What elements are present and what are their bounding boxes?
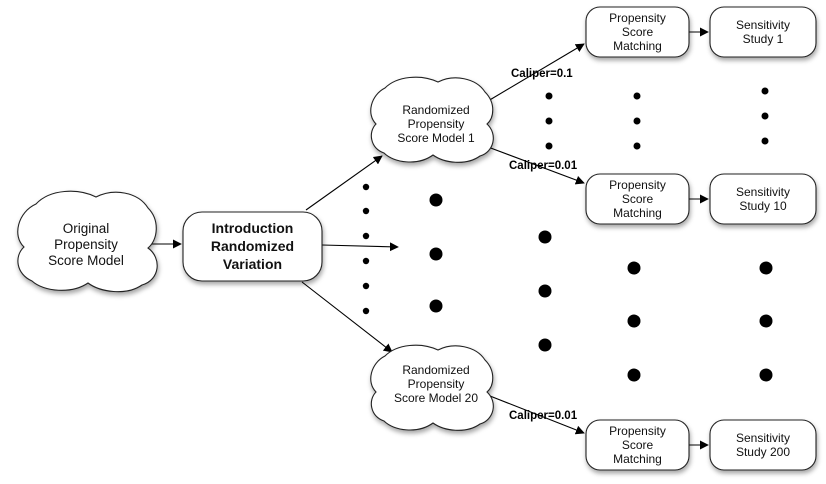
node-model1-line3: Score Model 1: [397, 131, 475, 145]
ellipsis-dot: [538, 338, 552, 352]
edge-label-caliper-mid: Caliper=0.01: [509, 160, 578, 172]
ellipsis-dot: [633, 92, 641, 100]
node-model20: Randomized Propensity Score Model 20: [374, 363, 498, 405]
cloud-model1: [370, 76, 494, 163]
ellipsis-dot: [362, 207, 370, 215]
node-study200-line2: Study 200: [735, 445, 791, 459]
node-study1-line1: Sensitivity: [735, 18, 791, 32]
node-study200: Sensitivity Study 200: [710, 431, 816, 459]
node-model1-line1: Randomized: [402, 103, 470, 117]
node-original-line1: Original: [62, 221, 110, 236]
node-original: Original Propensity Score Model: [22, 221, 150, 269]
ellipsis-dot: [429, 193, 443, 207]
node-intro-line1: Introduction: [211, 220, 294, 236]
node-match-bot-line1: Propensity: [609, 424, 666, 438]
ellipsis-dot: [633, 117, 641, 125]
ellipsis-dot: [633, 142, 641, 150]
ellipsis-dot: [538, 230, 552, 244]
node-study10-line2: Study 10: [739, 199, 787, 213]
cloud-original: [17, 190, 158, 293]
edge-intro-to-middle: [321, 242, 399, 252]
box-study10: [709, 173, 817, 225]
node-match-mid-line3: Matching: [613, 206, 662, 220]
node-match-mid-line2: Score: [621, 192, 654, 206]
connectors: [151, 27, 709, 450]
node-match-top-line1: Propensity: [609, 11, 666, 25]
node-original-line2: Propensity: [54, 237, 118, 252]
ellipsis-dot: [545, 142, 553, 150]
node-match-bot-line2: Score: [621, 438, 654, 452]
node-intro: Introduction Randomized Variation: [183, 219, 322, 273]
box-match-top: [585, 6, 690, 58]
ellipsis-dot: [362, 232, 370, 240]
node-study10-line1: Sensitivity: [735, 185, 791, 199]
ellipsis-dot: [759, 314, 773, 328]
ellipsis-dot: [627, 261, 641, 275]
ellipsis-dot: [627, 368, 641, 382]
edge-model20-to-match-bot: [489, 395, 585, 435]
ellipsis-dot: [362, 282, 370, 290]
node-match-top: Propensity Score Matching: [586, 11, 689, 53]
node-model20-line2: Propensity: [407, 377, 465, 391]
edge-intro-to-model20: [301, 281, 393, 353]
ellipsis-dot: [362, 183, 370, 191]
node-match-bot-line3: Matching: [613, 452, 662, 466]
node-match-bot: Propensity Score Matching: [586, 424, 689, 466]
edge-model1-to-match-mid: [487, 146, 585, 185]
ellipsis-dot: [429, 299, 443, 313]
rounded-boxes: [182, 6, 817, 471]
box-study1: [709, 6, 817, 58]
cloud-model20: [370, 344, 494, 431]
ellipsis-dot: [545, 117, 553, 125]
ellipsis-dot: [627, 314, 641, 328]
node-model1: Randomized Propensity Score Model 1: [376, 103, 496, 145]
ellipsis-dot: [759, 261, 773, 275]
edge-label-caliper-top: Caliper=0.1: [511, 68, 573, 80]
node-study1: Sensitivity Study 1: [710, 18, 816, 46]
ellipsis-dot: [759, 368, 773, 382]
ellipsis-dot: [362, 307, 370, 315]
node-intro-line3: Variation: [222, 256, 283, 272]
node-model20-line3: Score Model 20: [393, 391, 479, 405]
ellipsis-dot: [545, 92, 553, 100]
ellipsis-dots: [362, 87, 773, 382]
node-model1-line2: Propensity: [407, 117, 465, 131]
node-study200-line1: Sensitivity: [735, 431, 791, 445]
node-match-mid: Propensity Score Matching: [586, 178, 689, 220]
edge-label-caliper-bot: Caliper=0.01: [509, 410, 578, 422]
box-intro: [182, 211, 323, 282]
box-match-bot: [585, 419, 690, 471]
box-match-mid: [585, 173, 690, 225]
node-model20-line1: Randomized: [402, 363, 470, 377]
node-match-mid-line1: Propensity: [609, 178, 666, 192]
edge-intro-to-model1: [305, 155, 383, 211]
ellipsis-dot: [761, 87, 769, 95]
ellipsis-dot: [761, 137, 769, 145]
node-original-line3: Score Model: [48, 253, 124, 268]
cloud-shapes: [17, 76, 494, 431]
node-intro-line2: Randomized: [210, 238, 295, 254]
ellipsis-dot: [538, 284, 552, 298]
node-match-top-line3: Matching: [613, 39, 662, 53]
ellipsis-dot: [429, 247, 443, 261]
box-study200: [709, 419, 817, 471]
node-study10: Sensitivity Study 10: [710, 185, 816, 213]
node-match-top-line2: Score: [621, 25, 654, 39]
ellipsis-dot: [362, 257, 370, 265]
ellipsis-dot: [761, 112, 769, 120]
edge-model1-to-match-top: [487, 43, 585, 102]
node-study1-line2: Study 1: [742, 32, 784, 46]
